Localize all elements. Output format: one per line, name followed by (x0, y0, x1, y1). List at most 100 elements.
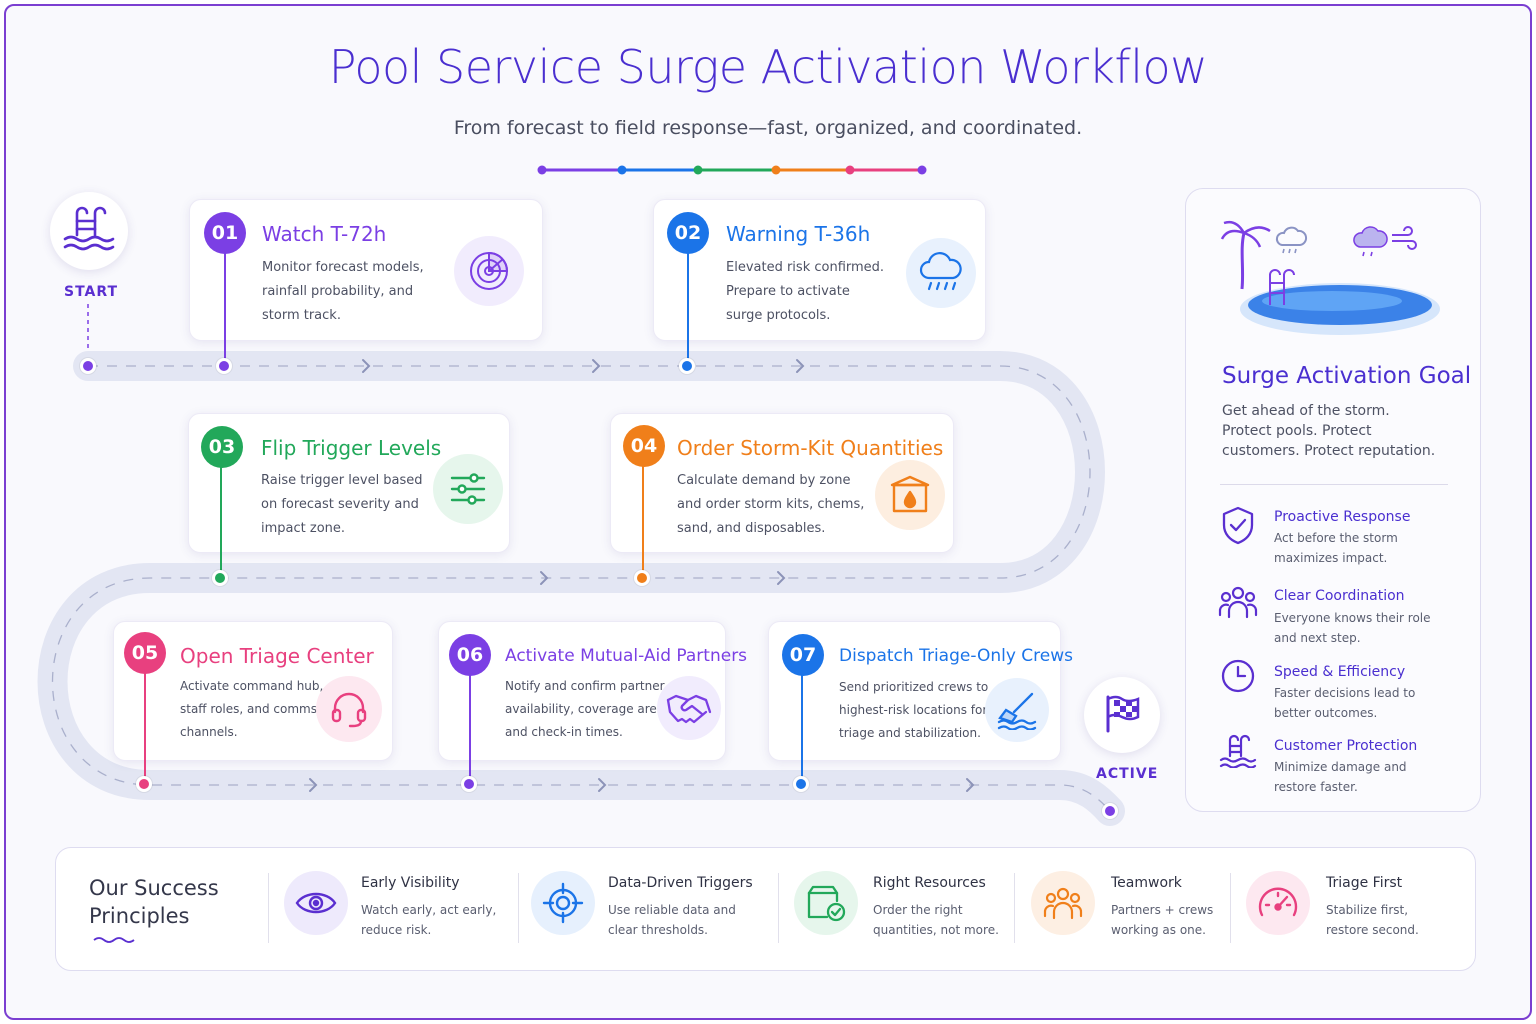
step-connector (687, 253, 689, 359)
step-node-01 (216, 358, 232, 374)
benefit-description: Faster decisions lead to better outcomes… (1274, 686, 1416, 720)
benefit-title: Customer Protection (1274, 738, 1418, 754)
step-description: Notify and confirm partner availability,… (505, 679, 675, 739)
end-node (1102, 803, 1118, 819)
rainbow-divider (537, 165, 927, 175)
step-connector (144, 673, 146, 779)
page-subtitle: From forecast to field response—fast, or… (453, 117, 1083, 139)
step-number-badge: 07 (782, 634, 824, 676)
step-number-badge: 01 (204, 212, 246, 254)
principle-title: Early Visibility (361, 875, 460, 891)
step-card-06[interactable]: 06 Activate Mutual-Aid Partners Notify a… (438, 621, 747, 761)
benefit-description: Minimize damage and restore faster. (1274, 760, 1407, 794)
step-title: Warning T-36h (726, 222, 871, 246)
step-node-06 (461, 776, 477, 792)
goal-divider (1220, 484, 1448, 485)
checkered-flag-icon (1100, 691, 1144, 739)
divider (778, 873, 779, 943)
principle-description: Use reliable data and clear thresholds. (608, 903, 736, 937)
sliders-icon (433, 454, 503, 524)
step-node-02 (679, 358, 695, 374)
step-connector (642, 465, 644, 571)
step-number-badge: 02 (667, 212, 709, 254)
principle-description: Order the right quantities, not more. (873, 903, 999, 937)
step-title: Open Triage Center (180, 644, 374, 668)
step-connector (220, 467, 222, 571)
divider (518, 873, 519, 943)
team-icon (1218, 582, 1258, 622)
step-description: Raise trigger level based on forecast se… (261, 473, 423, 536)
goal-title: Surge Activation Goal (1222, 363, 1472, 389)
step-card-07[interactable]: 07 Dispatch Triage-Only Crews Send prior… (768, 621, 1073, 761)
radar-icon (454, 236, 524, 306)
benefit-title: Clear Coordination (1274, 588, 1405, 604)
pool-scene-illustration (1220, 220, 1440, 335)
shield-check-icon (1218, 505, 1258, 545)
step-description: Elevated risk confirmed. Prepare to acti… (726, 260, 885, 323)
step-connector (224, 253, 226, 359)
end-marker (1084, 677, 1160, 753)
pool-ladder-icon (61, 205, 117, 257)
benefit-description: Act before the storm maximizes impact. (1274, 531, 1398, 565)
surge-goal-panel: Surge Activation Goal Get ahead of the s… (1185, 188, 1481, 812)
wave-decoration (93, 937, 135, 943)
step-title: Watch T-72h (262, 222, 387, 246)
divider (1014, 873, 1015, 943)
eye-icon (284, 871, 348, 935)
people-icon (1031, 871, 1095, 935)
step-number-badge: 05 (124, 632, 166, 674)
principles-heading: Our Success Principles (89, 876, 219, 928)
benefit-title: Speed & Efficiency (1274, 664, 1406, 680)
principle-description: Stabilize first, restore second. (1326, 903, 1419, 937)
gauge-icon (1246, 871, 1310, 935)
step-node-04 (634, 570, 650, 586)
step-connector (801, 675, 803, 779)
handshake-icon (657, 676, 721, 740)
step-node-05 (136, 776, 152, 792)
benefit-title: Proactive Response (1274, 509, 1411, 525)
start-marker (50, 192, 128, 270)
pool-ladder-icon (1218, 731, 1258, 771)
principle-description: Partners + crews working as one. (1111, 903, 1214, 937)
step-node-03 (212, 570, 228, 586)
step-node-07 (793, 776, 809, 792)
step-number-badge: 04 (623, 425, 665, 467)
step-title: Flip Trigger Levels (261, 436, 442, 460)
principle-title: Data-Driven Triggers (608, 875, 753, 891)
crosshair-target-icon (531, 871, 595, 935)
step-description: Activate command hub, staff roles, and c… (180, 679, 324, 739)
clock-icon (1218, 656, 1258, 696)
step-title: Dispatch Triage-Only Crews (839, 646, 1073, 666)
page-title: Pool Service Surge Activation Workflow (328, 40, 1208, 94)
success-principles-bar: Our Success Principles Early Visibility … (55, 847, 1476, 971)
step-description: Monitor forecast models, rainfall probab… (262, 260, 424, 323)
step-connector (469, 673, 471, 779)
step-card-03[interactable]: 03 Flip Trigger Levels Raise trigger lev… (188, 413, 510, 553)
step-card-05[interactable]: 05 Open Triage Center Activate command h… (113, 621, 393, 761)
step-title: Activate Mutual-Aid Partners (505, 646, 748, 666)
step-description: Calculate demand by zone and order storm… (677, 473, 865, 536)
divider (1230, 873, 1231, 943)
end-label: ACTIVE (1096, 766, 1159, 782)
goal-text: Get ahead of the storm. Protect pools. P… (1222, 403, 1436, 459)
principle-title: Right Resources (873, 875, 986, 891)
start-label: START (64, 284, 119, 300)
step-number-badge: 03 (201, 426, 243, 468)
step-card-01[interactable]: 01 Watch T-72h Monitor forecast models, … (189, 199, 543, 341)
start-node (80, 358, 96, 374)
step-description: Send prioritized crews to highest-risk l… (839, 680, 989, 740)
benefit-description: Everyone knows their role and next step. (1274, 611, 1431, 645)
step-title: Order Storm-Kit Quantities (677, 436, 944, 460)
headset-icon (316, 676, 382, 742)
storm-kit-box-icon (875, 460, 945, 530)
rain-cloud-icon (906, 238, 976, 308)
step-card-02[interactable]: 02 Warning T-36h Elevated risk confirmed… (653, 199, 986, 341)
principle-title: Teamwork (1111, 875, 1182, 891)
divider (268, 873, 269, 943)
principle-description: Watch early, act early, reduce risk. (361, 903, 497, 937)
checked-box-icon (794, 871, 858, 935)
step-card-04[interactable]: 04 Order Storm-Kit Quantities Calculate … (610, 413, 954, 553)
step-number-badge: 06 (449, 634, 491, 676)
pool-skimmer-icon (985, 678, 1049, 742)
principle-title: Triage First (1326, 875, 1403, 891)
